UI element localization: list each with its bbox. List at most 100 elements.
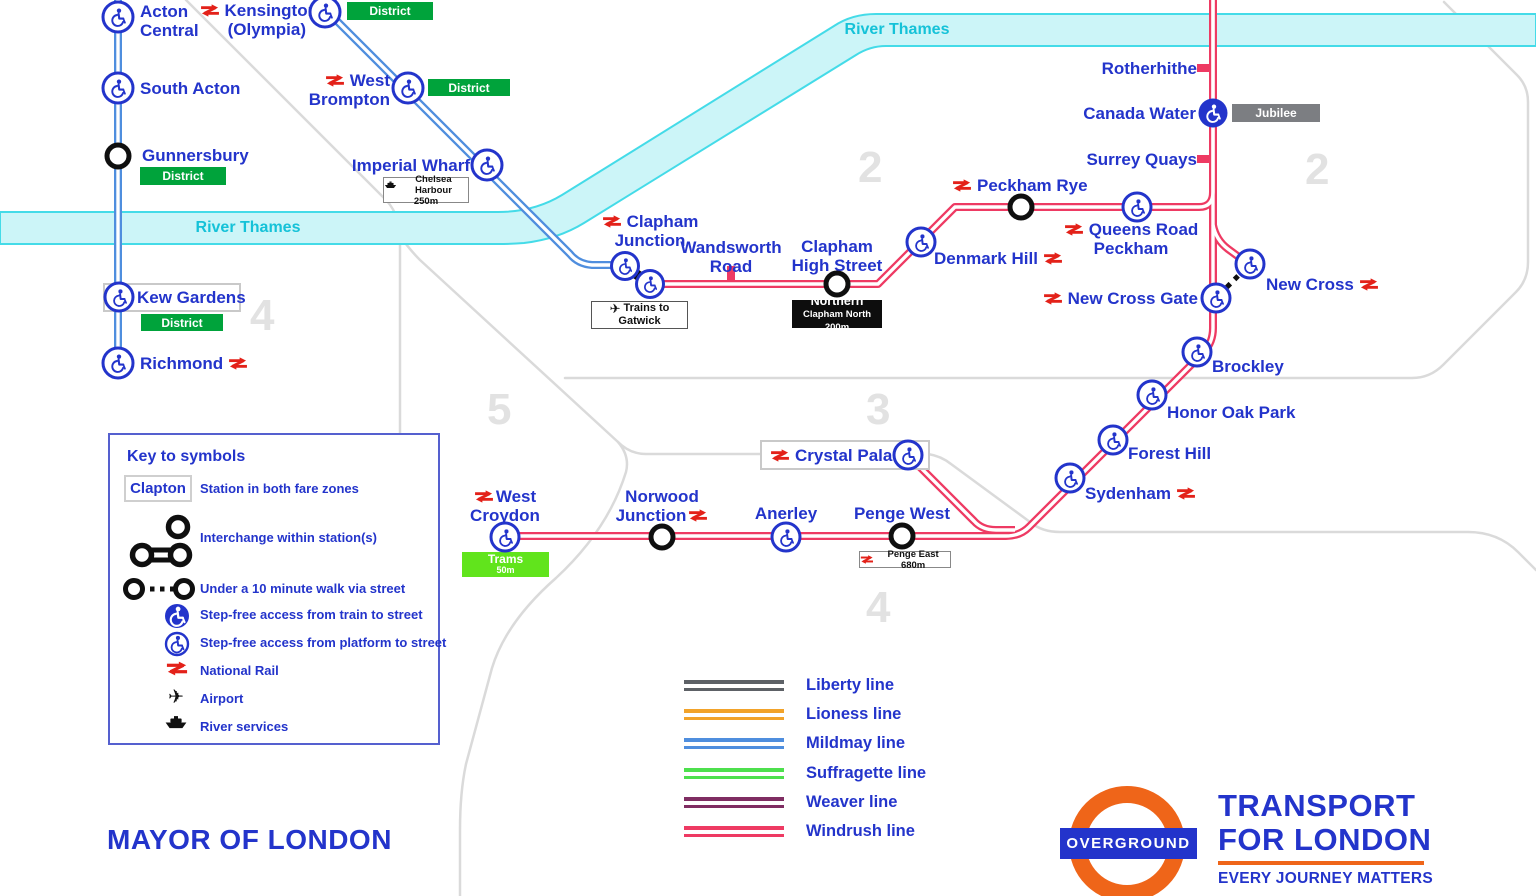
key-item-label: Station in both fare zones [200,481,359,496]
station-label-denmark-hill: Denmark Hill [934,249,1063,268]
zone-boundary [458,440,629,896]
tfl-logo-line1: TRANSPORT [1218,788,1416,823]
river-thames-label: River Thames [195,219,301,236]
key-item-label: Step-free access from train to street [200,607,423,622]
station-label-south-acton: South Acton [140,79,241,98]
key-item-label: Step-free access from platform to street [200,635,447,650]
overground-roundel-bar: OVERGROUND [1060,828,1197,859]
station-label-honor-oak-park: Honor Oak Park [1167,403,1296,422]
district-badge: District [140,167,226,185]
penge-east-infobox: Penge East 680m [859,549,951,571]
zone-number: 2 [858,143,883,192]
river-thames-label: River Thames [844,21,950,38]
legend-line-name: Lioness line [806,705,902,723]
windrush-line-core [1211,224,1249,265]
tfl-tagline: EVERY JOURNEY MATTERS [1218,870,1434,887]
legend-line-name: Liberty line [806,676,895,694]
station-label-peckham-rye: Peckham Rye [952,176,1088,195]
legend-row: Suffragette line [684,764,926,783]
station-label-canada-water: Canada Water [1083,104,1196,123]
district-badge: District [428,79,510,96]
river-services-icon [384,181,396,188]
tfl-logo-line2: FOR LONDON [1218,822,1432,857]
zone-number: 4 [866,583,891,632]
national-rail-icon [952,179,972,192]
station-label-rotherhithe: Rotherhithe [1101,59,1197,78]
interchange-icon [129,514,193,568]
step-free-train-icon [165,604,189,628]
legend-row: Windrush line [684,822,915,841]
station-label-richmond: Richmond [140,354,249,373]
station-label-west-croydon: West Croydon [470,487,540,525]
rotherhithe-tick [1197,64,1209,72]
station-label-kew-gardens: Kew Gardens [137,288,246,307]
national-rail-icon [770,449,790,462]
chelsea-harbour-infobox: Chelsea Harbour 250m [383,174,469,207]
station-label-crystal-palace: Crystal Palace [770,446,911,465]
national-rail-icon [1042,292,1063,305]
station-label-gunnersbury: Gunnersbury [142,146,249,165]
station-label-forest-hill: Forest Hill [1128,444,1212,463]
line-swatch [684,826,784,837]
line-swatch [684,738,784,749]
station-label-imperial-wharf: Imperial Wharf [351,156,470,175]
key-item-label: Under a 10 minute walk via street [200,581,406,596]
national-rail-icon [1358,278,1379,291]
key-item-label: River services [200,719,289,734]
station-label-wandsworth-road: Wandsworth Road [680,238,782,276]
river-services-icon [165,716,187,729]
zone-number: 4 [250,291,275,340]
station-label-clapham-junction: Clapham Junction [575,212,725,250]
station-label-penge-west: Penge West [853,504,951,523]
zone-number: 5 [487,385,512,434]
national-rail-icon [199,4,220,17]
station-label-new-cross: New Cross [1266,275,1379,294]
jubilee-badge: Jubilee [1232,104,1320,122]
national-rail-icon [324,74,345,87]
district-badge: District [347,2,433,20]
national-rail-icon [688,509,709,522]
key-to-symbols-panel: Key to symbols Clapton Station in both f… [108,433,446,745]
station-label-norwood-junction: Norwood Junction [610,487,714,525]
line-swatch [684,797,784,808]
national-rail-icon [473,490,494,503]
station-label-brockley: Brockley [1212,357,1284,376]
trams-badge: Trams 50m [462,552,549,577]
mayor-of-london-wordmark: MAYOR OF LONDON [107,824,392,855]
national-rail-icon [166,661,188,676]
station-label-surrey-quays: Surrey Quays [1086,150,1197,169]
district-badge: District [141,314,223,331]
northern-line-badge: Northern Clapham North 200m [792,294,882,333]
trains-to-gatwick-infobox: ✈ Trains to Gatwick [591,301,688,329]
station-label-new-cross-gate: New Cross Gate [1040,289,1198,308]
station-label-kensington-olympia: Kensington (Olympia) [180,1,318,39]
zone-boundary [563,0,1530,380]
legend-row: Mildmay line [684,734,905,753]
surrey-quays-tick [1197,155,1209,163]
windrush-line-core [907,454,1015,532]
national-rail-icon [228,357,249,370]
zone-boundary [398,234,1536,572]
national-rail-icon [1175,487,1196,500]
key-item-label: Interchange within station(s) [200,530,377,545]
mildmay-line-core [314,0,624,267]
zone-number: 2 [1305,145,1330,194]
station-label-queens-road-peckham: Queens Road Peckham [1056,220,1206,258]
national-rail-icon [1063,223,1084,236]
tfl-logo: TRANSPORT FOR LONDON EVERY JOURNEY MATTE… [1218,789,1433,888]
station-label-anerley: Anerley [754,504,818,523]
wandsworth-road-tick [727,266,735,280]
river-thames [0,13,1536,245]
key-title: Key to symbols [127,448,246,465]
legend-line-name: Windrush line [806,822,915,840]
legend-line-name: Weaver line [806,793,898,811]
legend-line-name: Mildmay line [806,734,906,752]
line-swatch [684,680,784,691]
station-label-clapham-high-street: Clapham High Street [791,237,883,275]
line-swatch [684,709,784,720]
zone-number: 3 [866,385,891,434]
airport-icon: ✈ [168,687,184,708]
national-rail-icon [860,555,874,564]
